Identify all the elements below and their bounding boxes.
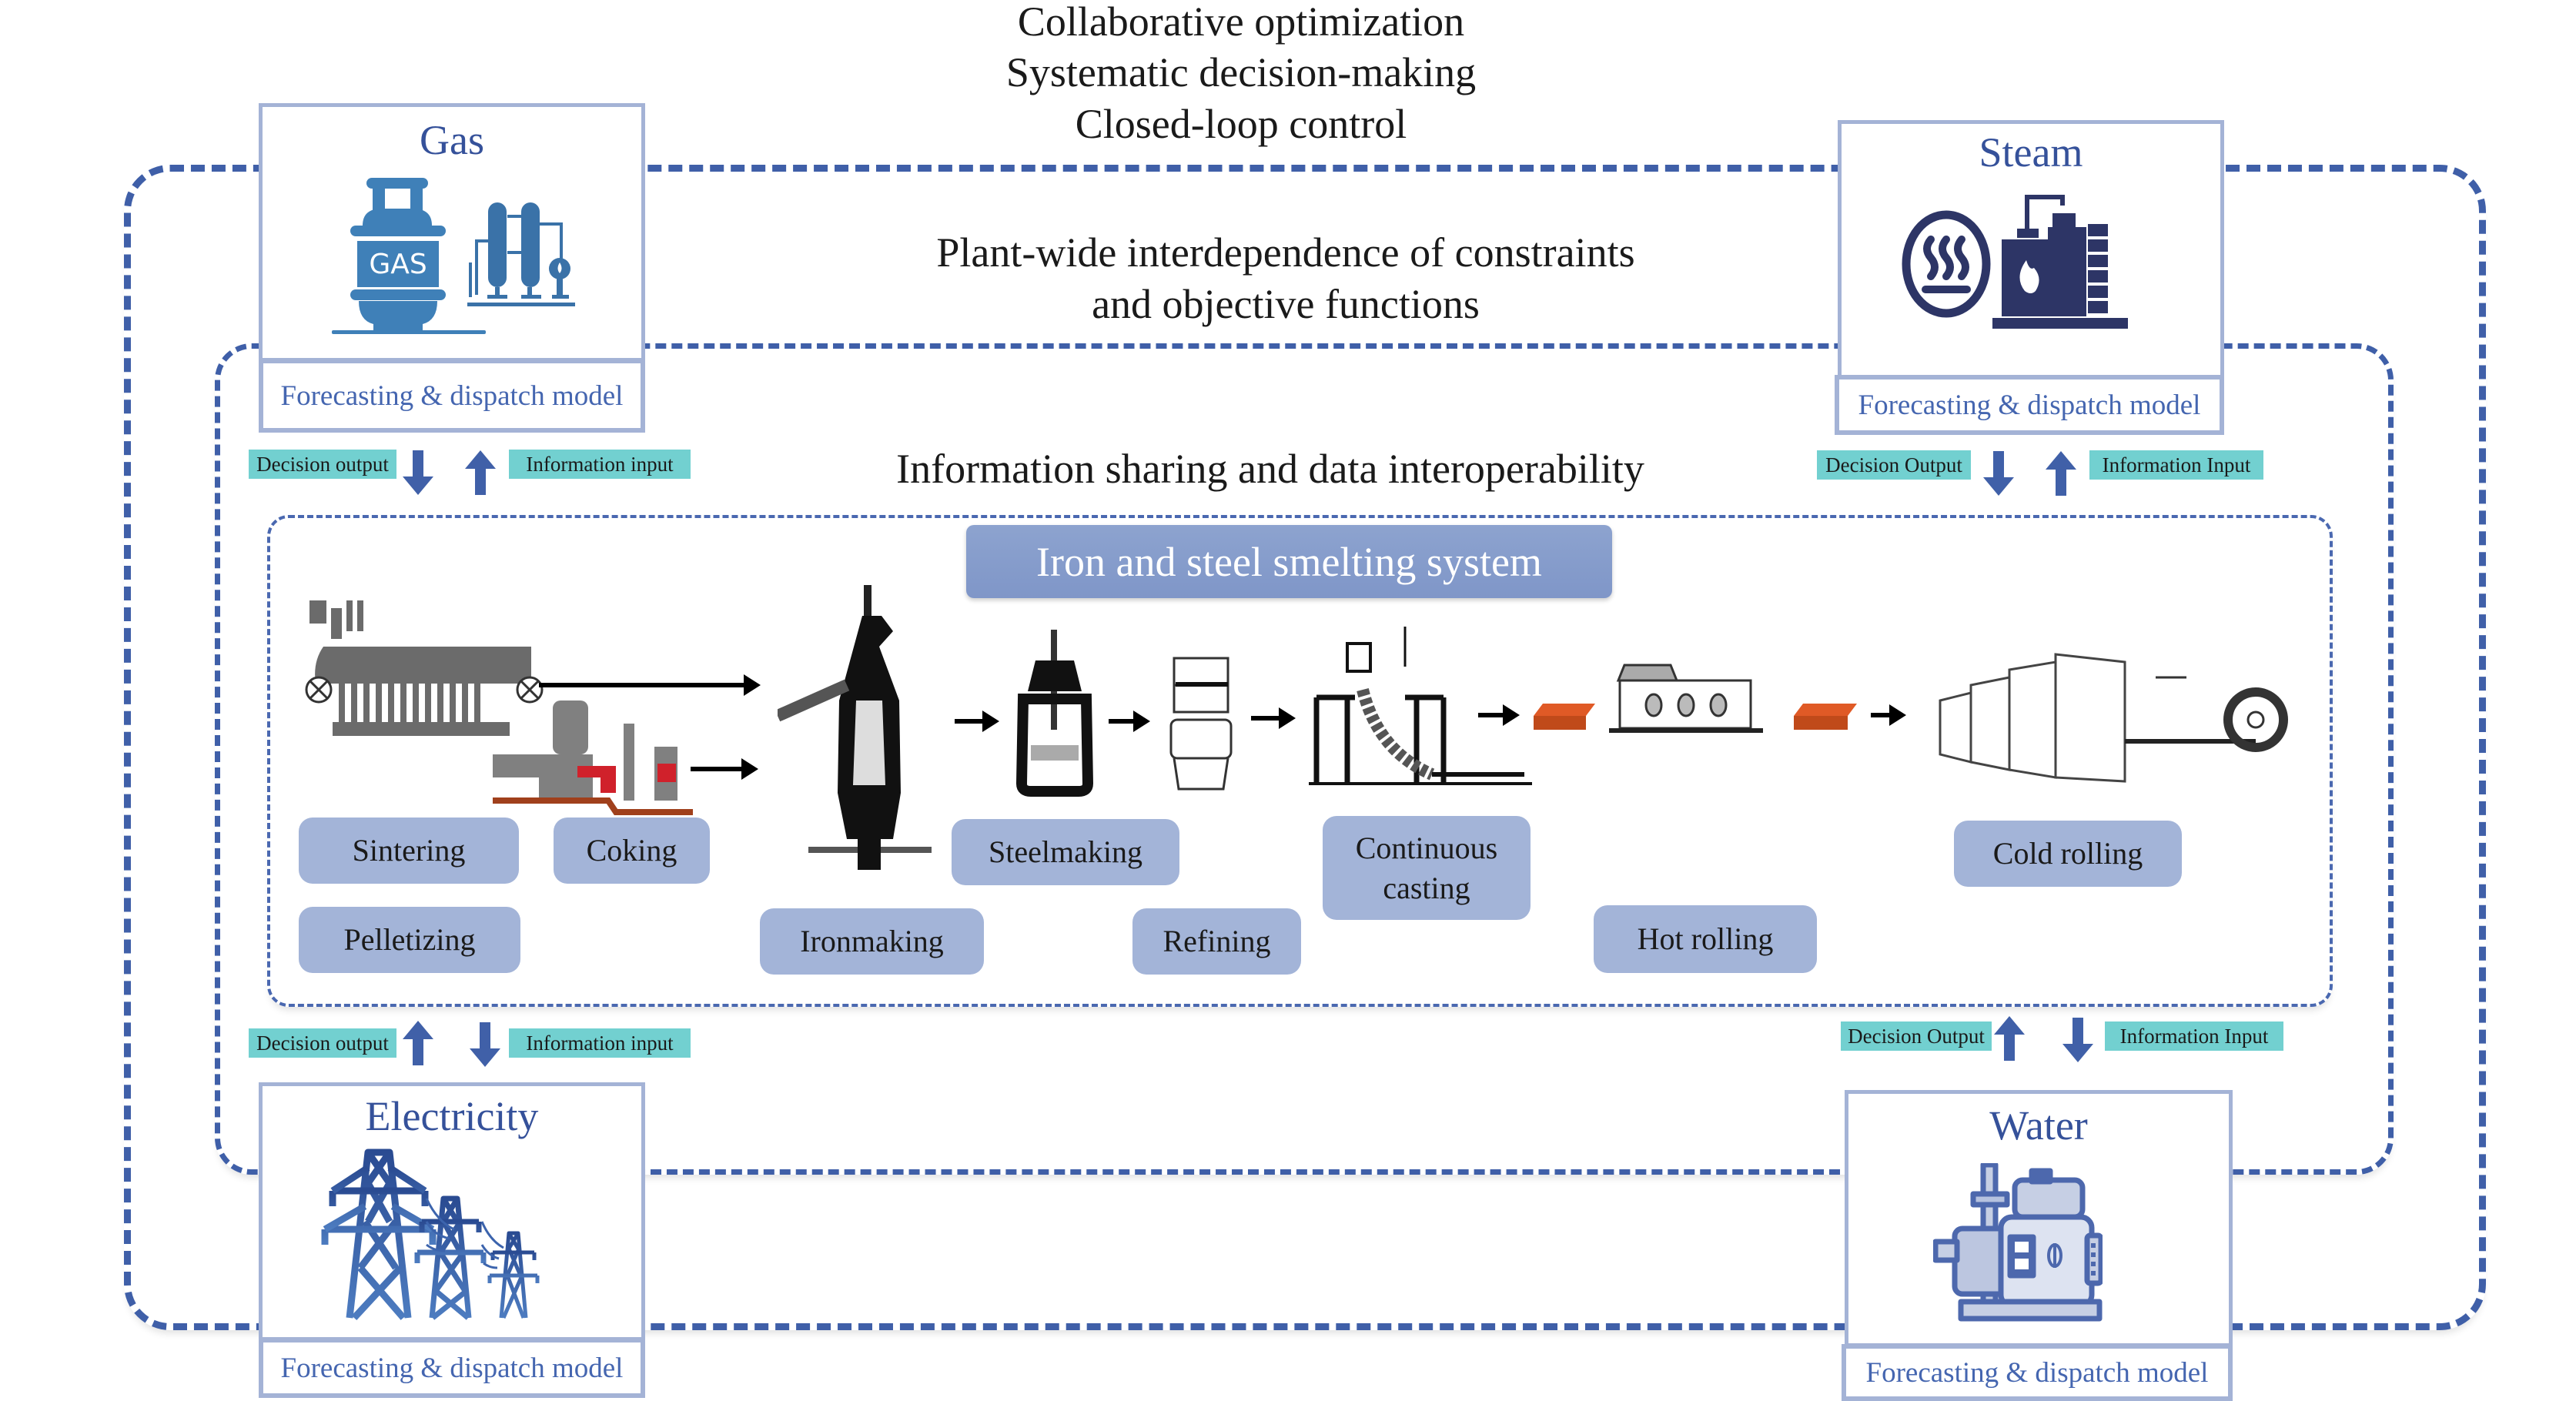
electricity-information-input-label: Information input xyxy=(509,1028,691,1058)
flow-arrow-casting-to-hot-rolling xyxy=(1478,704,1520,726)
water-title: Water xyxy=(1989,1102,2088,1149)
steam-information-input-label: Information Input xyxy=(2089,450,2263,480)
process-continuous-casting[interactable]: Continuous casting xyxy=(1323,816,1531,920)
cold-rolling-mill-icon xyxy=(1925,647,2294,785)
electricity-decision-output-arrow-up-icon xyxy=(401,1019,435,1065)
flow-arrow-hot-rolling-to-cold-rolling xyxy=(1871,704,1906,726)
heading-collaborative-optimization: Collaborative optimization xyxy=(1017,0,1465,45)
steam-decision-output-arrow-down-icon xyxy=(1982,451,2016,497)
gas-cylinder-icon: GAS xyxy=(324,178,578,347)
gas-decision-output-arrow-down-icon xyxy=(401,450,435,497)
water-decision-output-arrow-up-icon xyxy=(1992,1015,2026,1061)
steam-boiler-icon xyxy=(1902,195,2148,333)
steam-decision-output-label: Decision Output xyxy=(1817,450,1971,480)
middle-frame-plant-wide-interdependence xyxy=(215,343,2394,1175)
gas-decision-output-label: Decision output xyxy=(249,450,396,479)
power-tower-icon xyxy=(320,1137,574,1322)
flow-arrow-steelmaking-to-refining xyxy=(1109,711,1150,732)
steam-information-input-arrow-up-icon xyxy=(2044,450,2078,496)
water-information-input-arrow-down-icon xyxy=(2061,1018,2095,1064)
process-ironmaking[interactable]: Ironmaking xyxy=(760,908,984,975)
process-refining[interactable]: Refining xyxy=(1132,908,1301,975)
flow-arrow-sintering-to-ironmaking xyxy=(539,674,761,696)
gas-resource-box[interactable]: Gas GAS xyxy=(259,103,645,362)
hot-rolling-mill-icon xyxy=(1532,654,1894,747)
electricity-decision-output-label: Decision output xyxy=(249,1028,396,1058)
heading-objective-functions: and objective functions xyxy=(1092,281,1480,327)
blast-furnace-icon xyxy=(778,585,932,878)
steam-resource-box[interactable]: Steam xyxy=(1838,120,2224,379)
water-information-input-label: Information Input xyxy=(2105,1021,2283,1051)
refining-ladle-icon xyxy=(1166,654,1236,793)
heading-systematic-decision-making: Systematic decision-making xyxy=(1005,49,1477,95)
process-hot-rolling[interactable]: Hot rolling xyxy=(1594,905,1817,973)
sintering-machine-icon xyxy=(300,593,547,739)
steam-title: Steam xyxy=(1979,129,2083,176)
water-resource-box[interactable]: Water xyxy=(1845,1090,2233,1347)
heading-plant-wide-interdependence: Plant-wide interdependence of constraint… xyxy=(936,229,1635,276)
outer-frame-collaborative-optimization xyxy=(124,165,2486,1330)
process-pelletizing[interactable]: Pelletizing xyxy=(299,907,520,973)
svg-text:GAS: GAS xyxy=(369,249,427,280)
electricity-resource-box[interactable]: Electricity xyxy=(259,1082,645,1341)
inner-frame-information-sharing xyxy=(267,515,2333,1007)
process-coking[interactable]: Coking xyxy=(554,818,710,884)
gas-information-input-arrow-up-icon xyxy=(463,449,497,495)
electricity-title: Electricity xyxy=(365,1093,539,1139)
water-pump-icon xyxy=(1933,1163,2103,1325)
continuous-caster-icon xyxy=(1309,620,1540,790)
gas-information-input-label: Information input xyxy=(509,450,691,479)
gas-forecasting-dispatch-model[interactable]: Forecasting & dispatch model xyxy=(259,359,645,433)
process-cold-rolling[interactable]: Cold rolling xyxy=(1954,821,2182,887)
steam-forecasting-dispatch-model[interactable]: Forecasting & dispatch model xyxy=(1835,375,2224,435)
water-decision-output-label: Decision Output xyxy=(1841,1021,1992,1051)
electricity-forecasting-dispatch-model[interactable]: Forecasting & dispatch model xyxy=(259,1338,645,1398)
heading-closed-loop-control: Closed-loop control xyxy=(1075,101,1407,147)
flow-arrow-coking-to-ironmaking xyxy=(691,758,758,780)
electricity-information-input-arrow-down-icon xyxy=(468,1022,502,1068)
process-sintering[interactable]: Sintering xyxy=(299,818,519,884)
water-forecasting-dispatch-model[interactable]: Forecasting & dispatch model xyxy=(1842,1344,2233,1401)
heading-information-sharing: Information sharing and data interoperab… xyxy=(896,446,1644,492)
flow-arrow-ironmaking-to-steelmaking xyxy=(955,711,999,732)
iron-steel-smelting-system-title: Iron and steel smelting system xyxy=(966,525,1612,598)
flow-arrow-refining-to-casting xyxy=(1251,707,1296,729)
basic-oxygen-furnace-icon xyxy=(1005,630,1105,799)
coke-oven-icon xyxy=(493,700,693,816)
process-steelmaking[interactable]: Steelmaking xyxy=(952,819,1179,885)
gas-title: Gas xyxy=(420,117,484,163)
